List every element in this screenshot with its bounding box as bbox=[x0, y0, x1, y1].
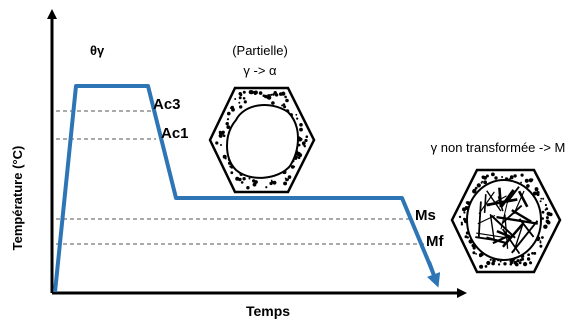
mf-label: Mf bbox=[426, 233, 444, 250]
untransformed-label: γ non transformée -> M bbox=[431, 140, 566, 155]
y-axis-label: Température (°C) bbox=[10, 146, 25, 251]
partial-label-line1: (Partielle) bbox=[232, 43, 288, 58]
hexagon-grain-martensite bbox=[450, 168, 562, 274]
ac1-label: Ac1 bbox=[161, 125, 189, 142]
theta-gamma-label: θγ bbox=[90, 43, 105, 58]
x-axis-label: Temps bbox=[246, 303, 290, 319]
ac3-label: Ac3 bbox=[153, 96, 181, 113]
arrow-head bbox=[427, 261, 441, 288]
hexagon-grain-ferrite bbox=[208, 86, 316, 194]
partial-label-line2: γ -> α bbox=[243, 63, 277, 78]
thermal-cycle-curve bbox=[53, 84, 434, 293]
ms-label: Ms bbox=[415, 207, 436, 224]
